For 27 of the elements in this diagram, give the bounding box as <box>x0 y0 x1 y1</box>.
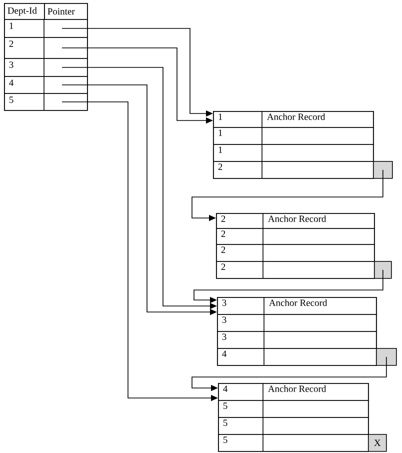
pointer-cell <box>374 261 392 279</box>
record-row: 2 <box>216 244 375 262</box>
pointer-cell <box>376 348 397 366</box>
record-row: 1 <box>213 126 374 145</box>
record-row: 4 <box>217 348 377 366</box>
record-row: 5 <box>218 400 369 418</box>
index-row: 4 <box>4 76 88 94</box>
record-row: 2 <box>216 260 375 279</box>
record-row: 4 Anchor Record <box>218 382 369 401</box>
record-row: 1 <box>213 144 374 162</box>
record-row: 3 <box>217 314 377 332</box>
index-row: 2 <box>4 36 88 59</box>
record-row: 5 <box>218 416 369 435</box>
record-row: 1 Anchor Record <box>213 110 374 128</box>
record-row: 2 <box>213 160 374 179</box>
pointer-cell <box>373 161 393 179</box>
column-header: Pointer <box>44 3 88 20</box>
record-row: 2 <box>216 228 375 245</box>
index-row: 5 <box>4 92 88 111</box>
pointer-cell: X <box>368 434 387 452</box>
record-row: 5 <box>218 434 369 452</box>
record-row: 3 Anchor Record <box>217 296 377 315</box>
index-row: 3 <box>4 58 88 77</box>
index-row: 1 <box>4 18 88 38</box>
column-header: Dept-Id <box>4 3 45 20</box>
record-row: 2 Anchor Record <box>216 212 375 229</box>
record-row: 3 <box>217 330 377 349</box>
